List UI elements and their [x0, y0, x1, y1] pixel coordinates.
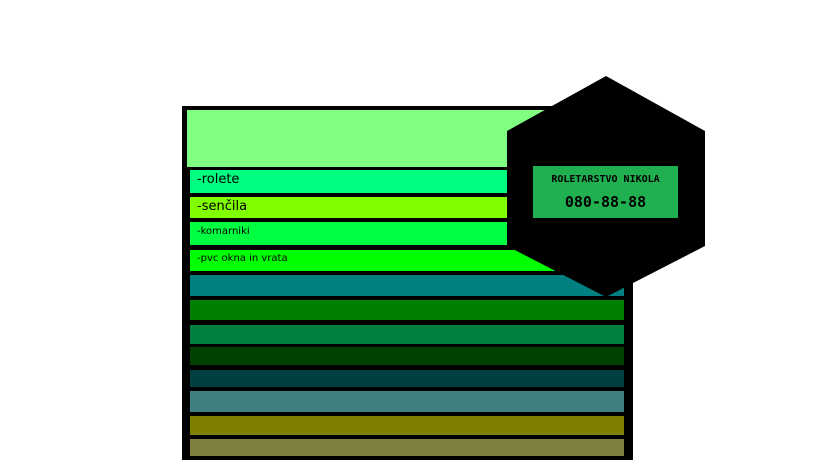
- menu-item-label: -komarniki: [197, 226, 250, 237]
- menu-item-label: -rolete: [197, 172, 240, 187]
- color-stripe: [190, 325, 624, 344]
- color-stripe: [190, 347, 624, 365]
- color-stripe: [190, 439, 624, 456]
- menu-item-label: -pvc okna in vrata: [197, 253, 288, 264]
- color-stripe: [190, 300, 624, 320]
- company-badge: ROLETARSTVO NIKOLA 080-88-88: [533, 166, 678, 218]
- color-stripe: [190, 391, 624, 412]
- color-stripe: [190, 275, 624, 296]
- menu-item-pvc-okna[interactable]: -pvc okna in vrata: [190, 250, 624, 271]
- color-stripe: [190, 370, 624, 387]
- phone-number: 080-88-88: [564, 193, 647, 211]
- color-stripe: [190, 416, 624, 435]
- company-name: ROLETARSTVO NIKOLA: [551, 174, 660, 185]
- menu-item-label: -senčila: [197, 199, 248, 214]
